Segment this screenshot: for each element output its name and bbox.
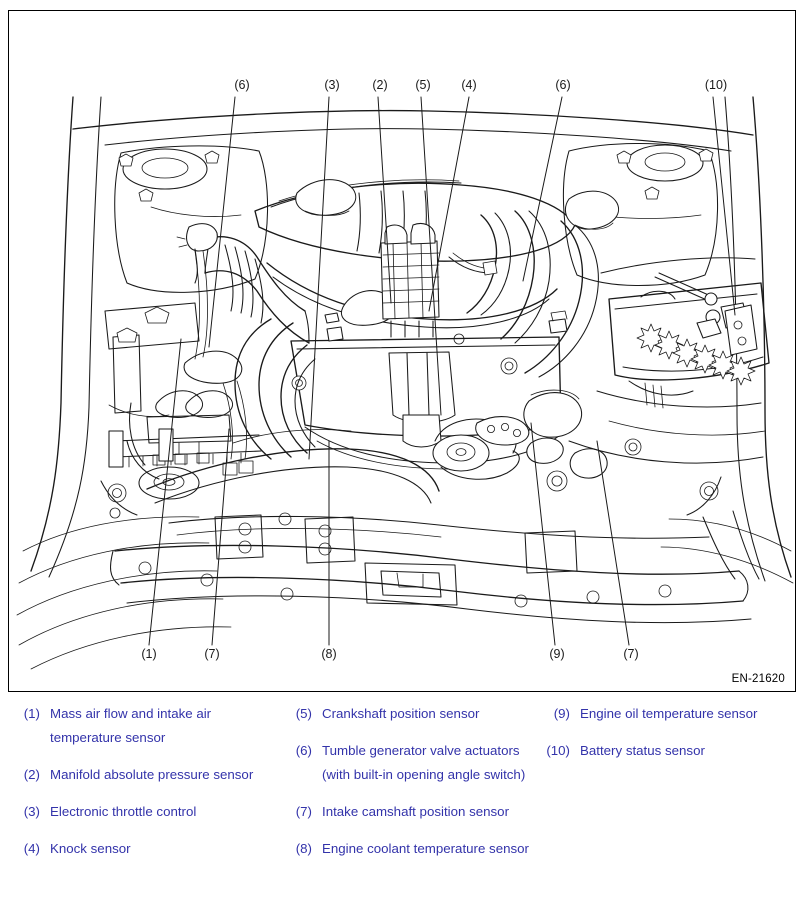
callout-number-bottom: (1) [141, 647, 156, 661]
callout-number-bottom: (9) [549, 647, 564, 661]
legend-item: (1) Mass air flow and intake air tempera… [8, 702, 280, 750]
misc-components [324, 252, 568, 345]
callout-number-top: (5) [415, 78, 430, 92]
hoses-right [466, 190, 619, 492]
legend-item-label: Engine coolant temperature sensor [322, 841, 529, 856]
oil-pan-left [146, 429, 440, 504]
electronic-throttle-control [380, 222, 440, 338]
engine-bay-diagram-frame: (6) (3) (2) (5) (4) (6) (10) (1) (7) (8) (9) (7) EN… [8, 10, 796, 692]
legend-item: (10) Battery status sensor [534, 739, 798, 763]
front-crossmember [100, 476, 760, 624]
air-intake-duct [176, 223, 310, 344]
leader-1 [148, 338, 182, 646]
legend-item-label: Electronic throttle control [50, 804, 197, 819]
body-shell-outline [16, 96, 794, 670]
callout-number-top: (4) [461, 78, 476, 92]
legend-item: (8) Engine coolant temperature sensor [280, 837, 534, 861]
legend-item: (4) Knock sensor [8, 837, 280, 861]
legend-item: (3) Electronic throttle control [8, 800, 280, 824]
legend-item-number: (2) [23, 767, 40, 782]
legend-column-1: (1) Mass air flow and intake air tempera… [8, 702, 280, 874]
legend-item-number: (8) [295, 841, 312, 856]
callout-number-top: (6) [234, 78, 249, 92]
coolant-hoses-left [234, 318, 316, 460]
leader-9 [530, 422, 556, 646]
callout-number-bottom: (7) [204, 647, 219, 661]
legend-item-number: (9) [553, 706, 570, 721]
leader-5 [420, 96, 442, 416]
battery-vent-caps [636, 323, 756, 386]
legend-item-label: Knock sensor [50, 841, 131, 856]
legend-item: (6) Tumble generator valve actuators (wi… [280, 739, 534, 787]
intake-manifold [254, 179, 576, 329]
callout-number-top: (3) [324, 78, 339, 92]
leader-6-right [522, 96, 563, 282]
leader-3 [308, 96, 330, 460]
leader-7-right [596, 440, 630, 646]
callout-number-top: (10) [705, 78, 727, 92]
callout-number-top: (2) [372, 78, 387, 92]
leader-4 [428, 96, 470, 312]
legend-item-number: (7) [295, 804, 312, 819]
legend-item-number: (6) [295, 743, 312, 758]
legend-item-number: (10) [546, 743, 570, 758]
right-inner-fender [568, 257, 766, 464]
legend-item: (9) Engine oil temperature sensor [534, 702, 798, 726]
legend-item-number: (4) [23, 841, 40, 856]
leader-7-left [211, 428, 230, 646]
legend-column-3: (9) Engine oil temperature sensor (10) B… [534, 702, 798, 776]
figure-id-label: EN-21620 [731, 673, 785, 685]
legend-item-number: (3) [23, 804, 40, 819]
legend-item-label: Manifold absolute pressure sensor [50, 767, 254, 782]
engine-bay-line-art: (6) (3) (2) (5) (4) (6) (10) (1) (7) (8) (9) (7) [16, 78, 794, 670]
callout-number-top: (6) [555, 78, 570, 92]
leader-6-left [208, 96, 236, 348]
legend-item-label: Battery status sensor [580, 743, 705, 758]
legend-item: (2) Manifold absolute pressure sensor [8, 763, 280, 787]
left-relay-box [104, 302, 262, 468]
legend-item-number: (1) [23, 706, 40, 721]
left-strut-tower [114, 145, 269, 293]
legend-item-label: Engine oil temperature sensor [580, 706, 758, 721]
legend-item: (5) Crankshaft position sensor [280, 702, 534, 726]
right-strut-tower [562, 142, 719, 287]
legend-item-label: Mass air flow and intake air temperature… [50, 706, 212, 745]
callout-leader-lines [148, 96, 736, 646]
legend-item: (7) Intake camshaft position sensor [280, 800, 534, 824]
leader-10 [712, 96, 736, 316]
leader-2 [377, 96, 392, 304]
legend-item-label: Crankshaft position sensor [322, 706, 480, 721]
legend-column-2: (5) Crankshaft position sensor (6) Tumbl… [280, 702, 534, 874]
legend-item-label: Tumble generator valve actuators (with b… [322, 743, 526, 782]
callout-number-bottom: (7) [623, 647, 638, 661]
engine-block [290, 336, 566, 480]
legend-item-number: (5) [295, 706, 312, 721]
callout-number-layer: (6) (3) (2) (5) (4) (6) (10) (1) (7) (8) (9) (7) [141, 78, 727, 661]
legend-item-label: Intake camshaft position sensor [322, 804, 509, 819]
callout-number-bottom: (8) [321, 647, 336, 661]
legend: (1) Mass air flow and intake air tempera… [8, 702, 798, 874]
